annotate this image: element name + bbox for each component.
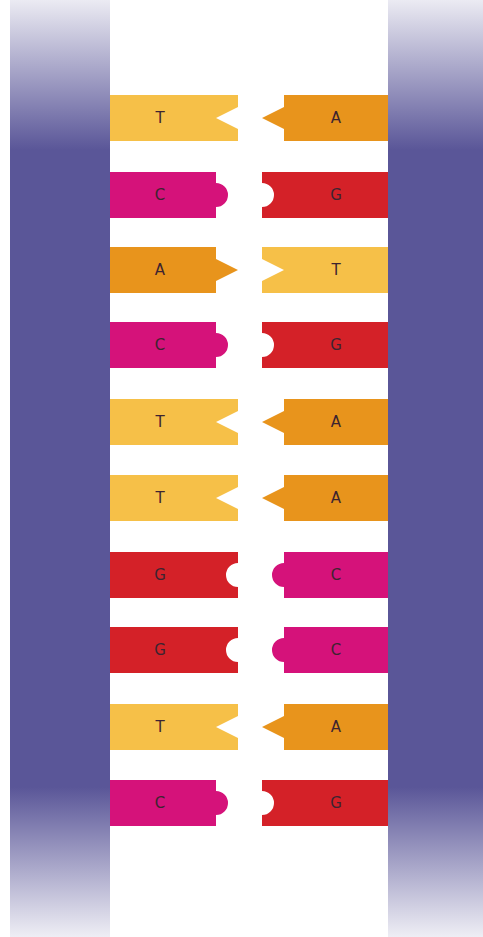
base-letter: A [110, 247, 210, 293]
piece-shape [262, 399, 388, 445]
base-letter: T [110, 399, 210, 445]
base-piece: A [262, 475, 388, 521]
base-piece: C [110, 172, 238, 218]
base-letter: G [286, 172, 386, 218]
base-letter: C [110, 322, 210, 368]
piece-shape [110, 475, 238, 521]
base-letter: C [286, 627, 386, 673]
piece-shape [262, 172, 388, 218]
base-piece: G [110, 552, 238, 598]
piece-shape [262, 552, 388, 598]
piece-shape [110, 627, 238, 673]
base-letter: A [286, 95, 386, 141]
piece-shape [110, 552, 238, 598]
piece-shape [110, 399, 238, 445]
piece-shape [262, 780, 388, 826]
base-letter: G [110, 627, 210, 673]
base-piece: G [110, 627, 238, 673]
piece-shape [262, 475, 388, 521]
base-letter: G [286, 322, 386, 368]
piece-shape [262, 704, 388, 750]
base-letter: T [110, 475, 210, 521]
base-letter: A [286, 475, 386, 521]
base-piece: A [262, 399, 388, 445]
base-letter: T [286, 247, 386, 293]
base-letter: C [286, 552, 386, 598]
piece-shape [110, 780, 238, 826]
base-letter: A [286, 399, 386, 445]
base-piece: A [262, 704, 388, 750]
base-piece: T [110, 399, 238, 445]
base-letter: A [286, 704, 386, 750]
piece-shape [110, 172, 238, 218]
base-piece: T [110, 95, 238, 141]
base-piece: C [262, 552, 388, 598]
piece-shape [262, 247, 388, 293]
base-piece: G [262, 322, 388, 368]
base-piece: A [110, 247, 238, 293]
base-piece: T [110, 475, 238, 521]
base-piece: T [262, 247, 388, 293]
base-piece: T [110, 704, 238, 750]
base-piece: C [110, 322, 238, 368]
piece-shape [262, 322, 388, 368]
base-letter: G [286, 780, 386, 826]
base-piece: C [262, 627, 388, 673]
base-piece: G [262, 172, 388, 218]
base-letter: T [110, 704, 210, 750]
base-letter: C [110, 172, 210, 218]
piece-shape [262, 95, 388, 141]
left-backbone [10, 0, 110, 937]
base-letter: C [110, 780, 210, 826]
base-piece: C [110, 780, 238, 826]
right-backbone [388, 0, 483, 937]
base-piece: G [262, 780, 388, 826]
base-letter: T [110, 95, 210, 141]
piece-shape [110, 322, 238, 368]
piece-shape [110, 95, 238, 141]
piece-shape [262, 627, 388, 673]
piece-shape [110, 704, 238, 750]
piece-shape [110, 247, 238, 293]
base-letter: G [110, 552, 210, 598]
base-piece: A [262, 95, 388, 141]
